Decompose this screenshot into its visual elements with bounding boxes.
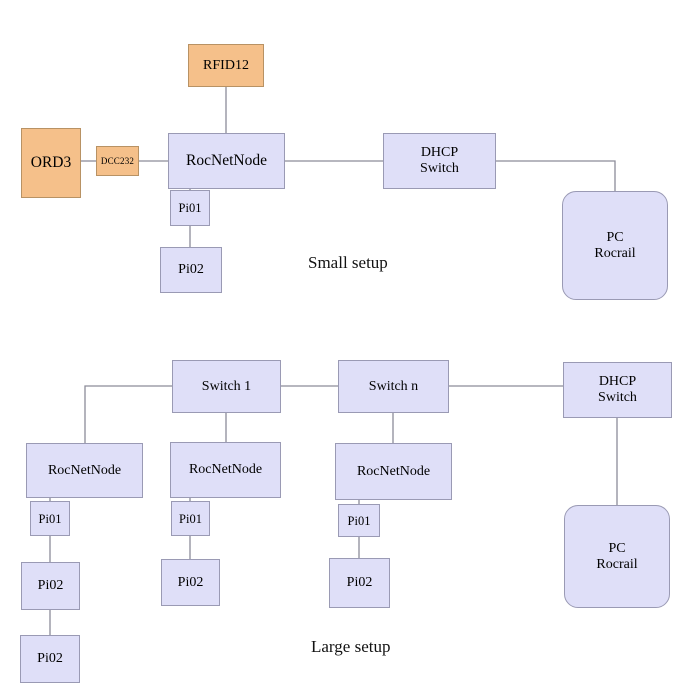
node-s-dhcp[interactable]: DHCP Switch — [383, 133, 496, 189]
node-s-pc[interactable]: PC Rocrail — [562, 191, 668, 300]
node-l-rnn2[interactable]: RocNetNode — [170, 442, 281, 498]
node-l-pi02-a1[interactable]: Pi02 — [21, 562, 80, 610]
node-l-pi02-a2[interactable]: Pi02 — [20, 635, 80, 683]
node-l-pi01-a[interactable]: Pi01 — [30, 501, 70, 536]
large-setup-caption: Large setup — [311, 637, 391, 656]
node-s-pi02[interactable]: Pi02 — [160, 247, 222, 293]
connector-s-dhcp-to-s-pc — [496, 160, 616, 191]
node-l-pi02-b[interactable]: Pi02 — [161, 559, 220, 606]
node-l-pc[interactable]: PC Rocrail — [564, 505, 670, 608]
node-l-pi02-c[interactable]: Pi02 — [329, 558, 390, 608]
node-l-pi01-b[interactable]: Pi01 — [171, 501, 210, 536]
node-l-dhcp[interactable]: DHCP Switch — [563, 362, 672, 418]
node-l-pi01-c[interactable]: Pi01 — [338, 504, 380, 537]
node-s-rfid12[interactable]: RFID12 — [188, 44, 264, 87]
node-l-switchn[interactable]: Switch n — [338, 360, 449, 413]
node-s-pi01[interactable]: Pi01 — [170, 190, 210, 226]
node-s-dcc232[interactable]: DCC232 — [96, 146, 139, 176]
connector-l-switch1-to-l-rnn1 — [84, 385, 172, 443]
node-s-rocnetnode[interactable]: RocNetNode — [168, 133, 285, 189]
node-l-switch1[interactable]: Switch 1 — [172, 360, 281, 413]
node-l-rnn3[interactable]: RocNetNode — [335, 443, 452, 500]
node-l-rnn1[interactable]: RocNetNode — [26, 443, 143, 498]
small-setup-caption: Small setup — [308, 253, 388, 272]
node-s-ord3[interactable]: ORD3 — [21, 128, 81, 198]
